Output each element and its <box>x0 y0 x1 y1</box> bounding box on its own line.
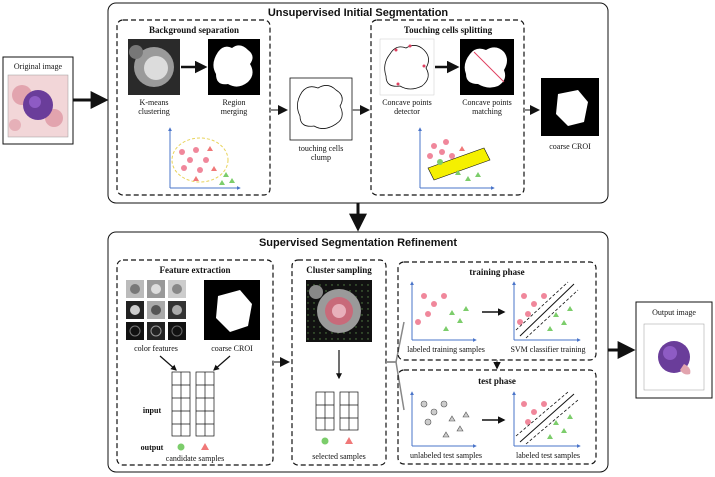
labeled-training-label: labeled training samples <box>407 345 485 354</box>
labeled-test-label: labeled test samples <box>516 451 580 460</box>
kmeans-label-line1: K-means <box>140 98 169 107</box>
supervised-title: Supervised Segmentation Refinement <box>259 237 457 249</box>
test-phase-box: test phase unlabeled test samples <box>397 369 597 465</box>
background-scatter-plot <box>168 127 241 190</box>
selected-samples-label: selected samples <box>312 452 366 461</box>
region-label-line2: merging <box>221 107 248 116</box>
feature-croi-label: coarse CROI <box>211 344 253 353</box>
unsupervised-panel: Unsupervised Initial Segmentation Backgr… <box>107 2 609 204</box>
detector-label-line1: Concave points <box>382 98 432 107</box>
cluster-sampling-title: Cluster sampling <box>306 265 372 275</box>
clump-label-line2: clump <box>311 153 331 162</box>
svm-training-label: SVM classifier training <box>510 345 585 354</box>
input-label: input <box>143 406 162 415</box>
training-scatter-left <box>410 281 477 342</box>
output-image-box: Output image <box>635 301 713 399</box>
supervised-panel: Supervised Segmentation Refinement Featu… <box>107 231 609 473</box>
feature-extraction-title: Feature extraction <box>159 265 230 275</box>
clump-label-line1: touching cells <box>299 144 344 153</box>
region-label-line1: Region <box>222 98 245 107</box>
matching-label-line2: matching <box>472 107 502 116</box>
feature-extraction-box: Feature extraction color features coarse… <box>116 259 274 466</box>
test-phase-title: test phase <box>478 376 516 386</box>
detector-label-line2: detector <box>394 107 420 116</box>
touching-cells-title: Touching cells splitting <box>404 25 493 35</box>
output-image-label: Output image <box>652 308 696 317</box>
touching-scatter-plot <box>418 127 495 190</box>
feature-matrix <box>171 371 215 437</box>
training-phase-box: training phase labeled training samples <box>397 261 597 361</box>
unsupervised-title: Unsupervised Initial Segmentation <box>268 7 449 19</box>
test-scatter-left <box>410 391 477 448</box>
unlabeled-test-label: unlabeled test samples <box>410 451 482 460</box>
coarse-croi-label: coarse CROI <box>549 142 591 151</box>
test-scatter-right <box>512 391 581 448</box>
kmeans-label-line2: clustering <box>138 107 170 116</box>
output-label: output <box>141 443 164 452</box>
arrow-cluster-to-test <box>386 361 405 411</box>
background-separation-title: Background separation <box>149 25 239 35</box>
color-features-label: color features <box>134 344 178 353</box>
original-image-label: Original image <box>14 62 63 71</box>
training-scatter-right <box>512 281 581 342</box>
original-image-box: Original image <box>2 56 74 145</box>
matching-label-line1: Concave points <box>462 98 512 107</box>
cluster-sampling-box: Cluster sampling selected samples <box>291 259 387 466</box>
background-separation-box: Background separation K-means clustering… <box>116 19 271 196</box>
touching-cells-box: Touching cells splitting Concave points … <box>370 19 525 196</box>
training-phase-title: training phase <box>469 267 524 277</box>
color-features-grid <box>126 280 186 340</box>
candidate-samples-label: candidate samples <box>166 454 224 463</box>
